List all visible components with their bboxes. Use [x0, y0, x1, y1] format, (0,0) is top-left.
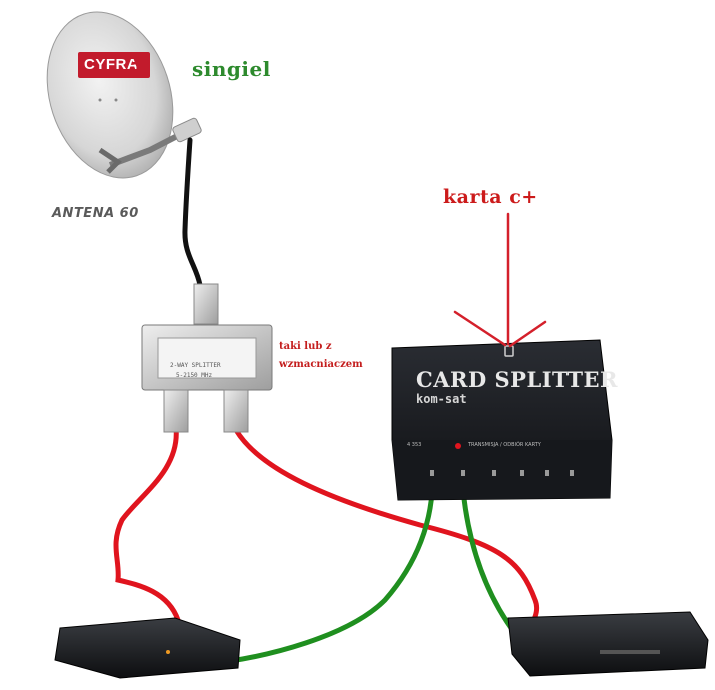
card-splitter-device	[391, 339, 613, 501]
port-i	[430, 470, 434, 476]
card-slot-arrows	[453, 212, 547, 348]
port-iii	[492, 470, 496, 476]
port-v	[545, 470, 549, 476]
cyfra-plus-icon: +	[131, 50, 145, 76]
lnb	[172, 117, 202, 143]
card-splitter-ports	[430, 470, 574, 476]
lnb-arm	[108, 129, 187, 168]
splitter-note: taki lub z wzmacniaczem	[279, 338, 363, 374]
satellite-dish	[46, 11, 202, 179]
left-receiver	[54, 617, 241, 679]
splitter-output-connector	[223, 389, 249, 433]
right-receiver	[507, 611, 709, 677]
coax-lnb-to-splitter	[182, 137, 203, 288]
splitter-note-line2: wzmacniaczem	[279, 359, 363, 370]
dish-rivet	[98, 98, 102, 102]
card-splitter-model: 4 353	[407, 442, 422, 448]
card-splitter-title: CARD SPLITTER	[416, 367, 618, 392]
status-led	[455, 443, 461, 449]
cyfra-logo-plate	[78, 52, 150, 78]
left-receiver-led	[166, 650, 170, 654]
right-receiver-body	[507, 611, 709, 677]
arrow-left-diagonal	[453, 310, 507, 347]
card-caption-label: karta c+	[443, 186, 538, 208]
card-splitter-front	[392, 440, 612, 500]
arrow-right-diagonal	[508, 320, 547, 348]
dish-mount	[98, 147, 122, 174]
splitter-label-panel	[157, 337, 257, 379]
tv-splitter-label-line1: 2-WAY SPLITTER	[170, 362, 221, 369]
single-lnb-label: singiel	[192, 57, 271, 81]
card-splitter-brand: kom-sat	[416, 392, 467, 406]
right-receiver-display	[600, 650, 660, 654]
port-iv	[520, 470, 524, 476]
card-splitter-status-text: TRANSMISJA / ODBIÓR KARTY	[468, 442, 541, 448]
cyfra-logo-text: CYFRA	[84, 56, 139, 73]
coax-splitter-to-right-receiver	[233, 427, 540, 633]
splitter-output-connector	[163, 389, 189, 433]
coax-splitter-to-left-receiver	[113, 425, 181, 623]
port-vi	[570, 470, 574, 476]
splitter-note-line1: taki lub z	[279, 341, 332, 352]
tv-splitter-label-line2: 5-2150 MHz	[176, 372, 213, 379]
tv-splitter	[141, 283, 273, 433]
antenna-model-label: ANTENA 60	[52, 206, 139, 221]
port-ii	[461, 470, 465, 476]
dish-rivet	[114, 98, 118, 102]
splitter-input-connector	[193, 283, 219, 325]
dish-reflector	[46, 11, 174, 179]
left-receiver-body	[54, 617, 241, 679]
